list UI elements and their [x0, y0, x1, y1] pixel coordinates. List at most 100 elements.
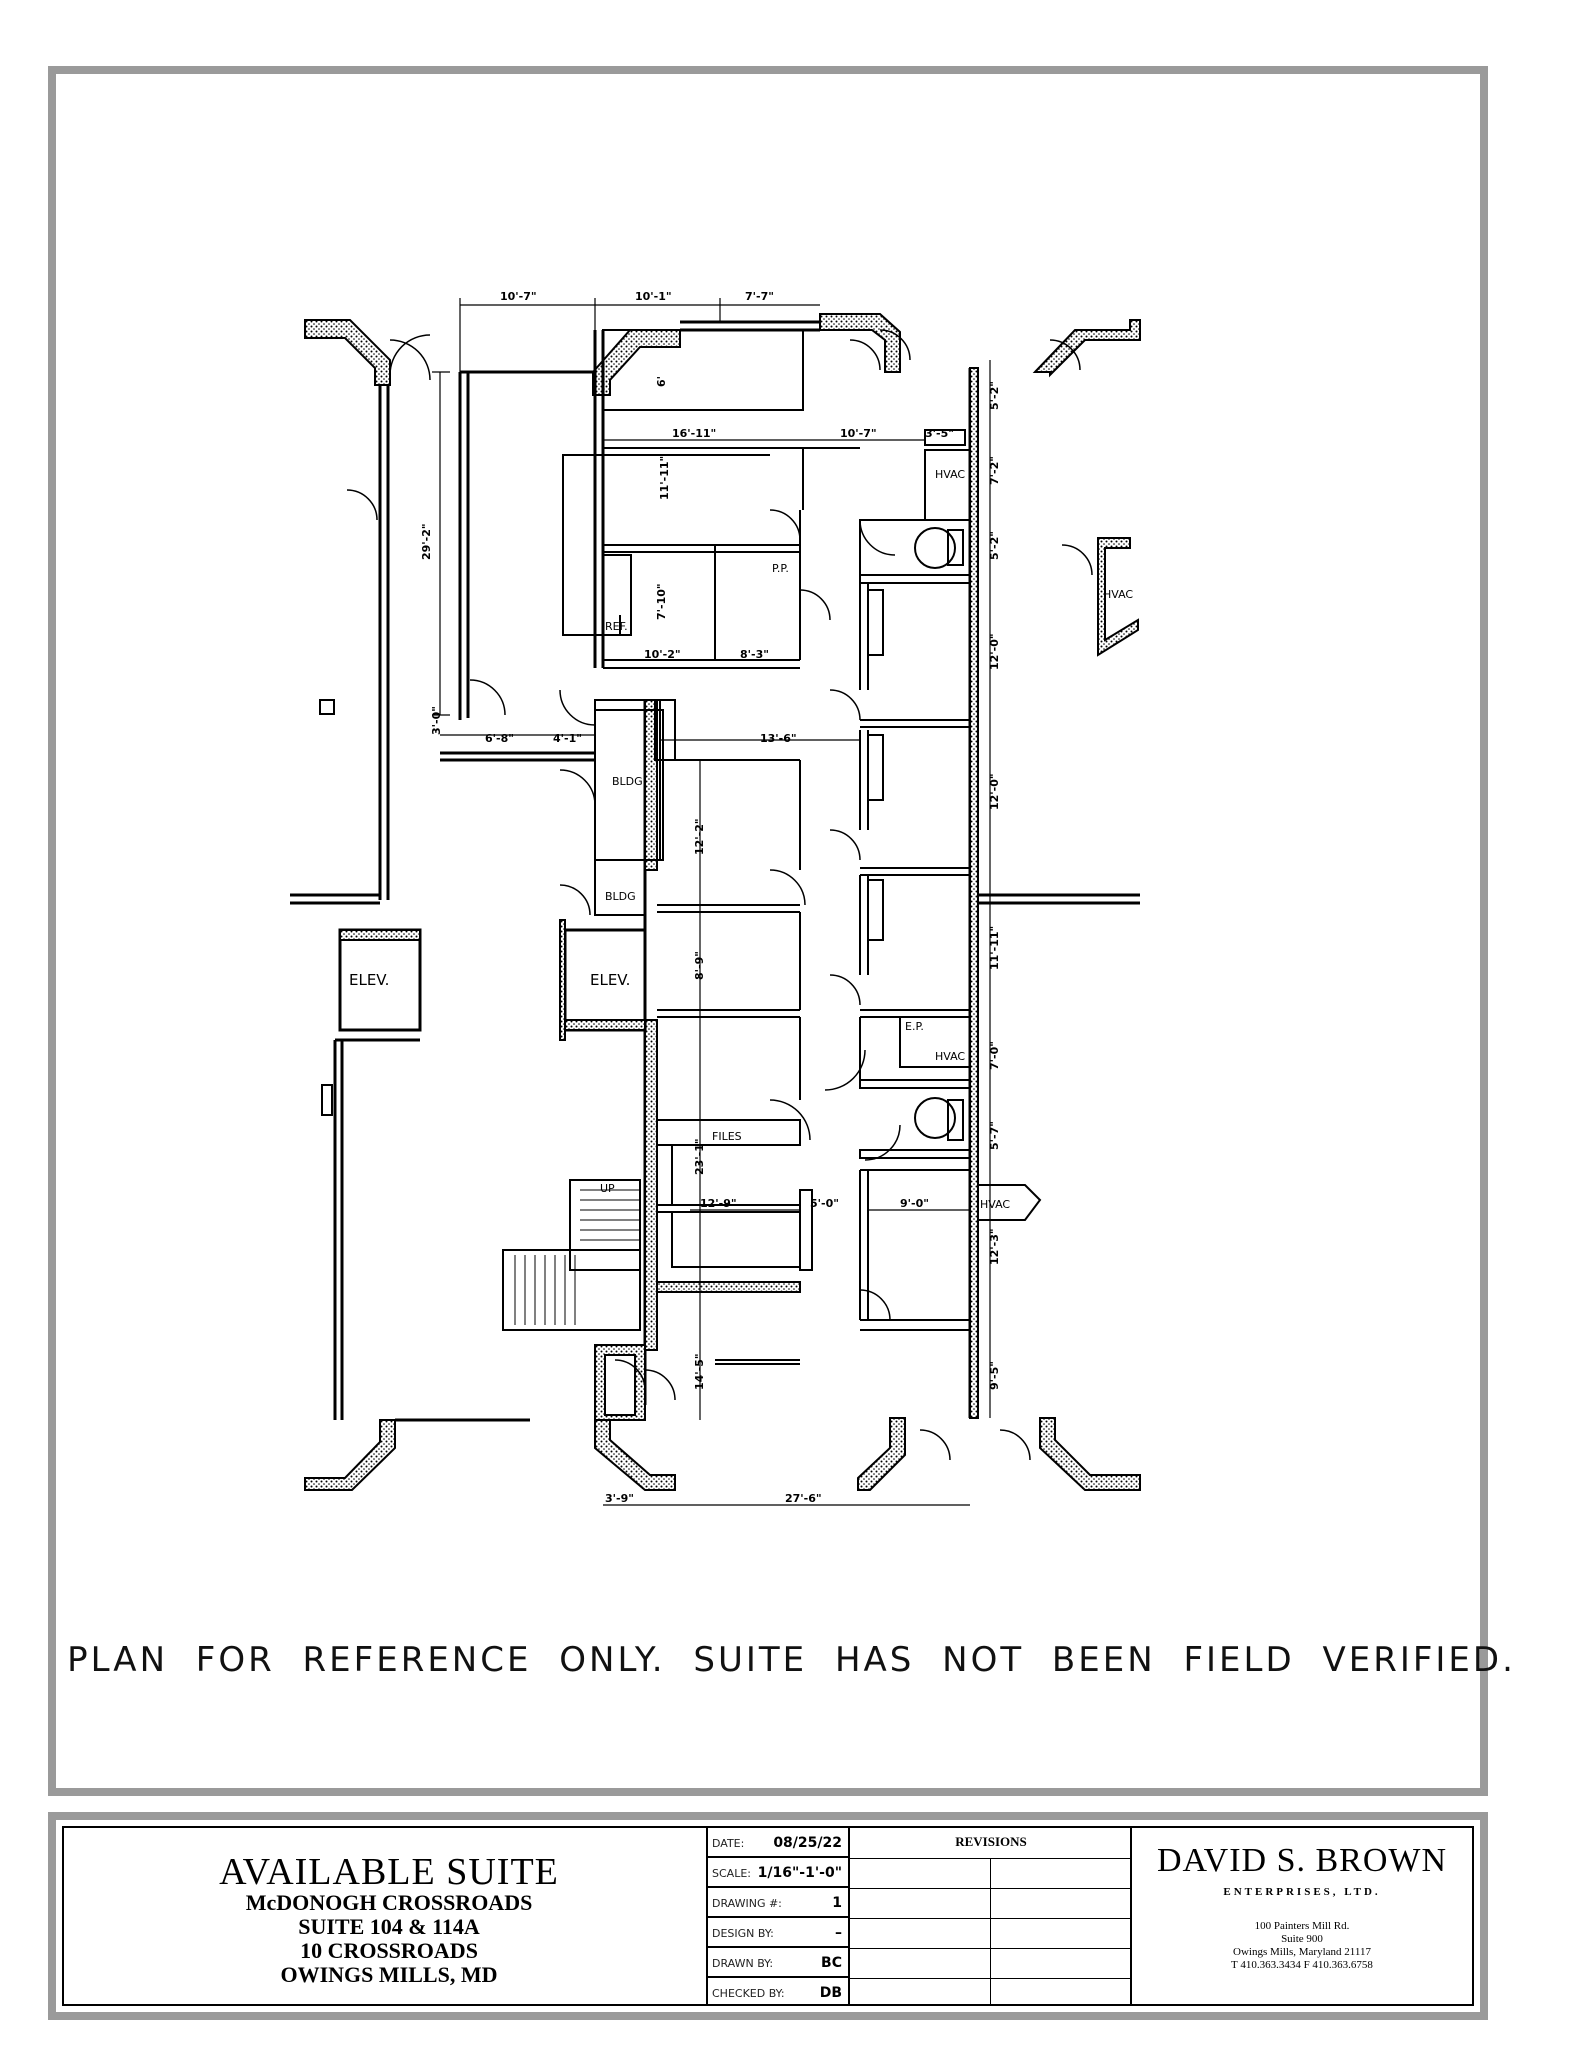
dim-label: 5'-0"	[810, 1197, 839, 1210]
title-block: AVAILABLE SUITE McDONOGH CROSSROADS SUIT…	[48, 1812, 1488, 2020]
dim-label: 12'-2"	[693, 818, 706, 855]
revision-column-line	[990, 1858, 991, 2004]
dim-label: 6'	[655, 376, 668, 387]
phone-line: T 410.363.3434 F 410.363.6758	[1231, 1959, 1373, 1971]
room-label-bldg: BLDG	[605, 890, 636, 903]
dim-label: 12'-9"	[700, 1197, 737, 1210]
dim-label: 10'-2"	[644, 648, 681, 661]
dim-label: 11'-11"	[988, 926, 1001, 970]
central-rooms	[594, 699, 813, 1365]
dim-label: 29'-2"	[420, 523, 433, 560]
dim-label: 3'-5"	[925, 427, 954, 440]
title-block-inner: AVAILABLE SUITE McDONOGH CROSSROADS SUIT…	[62, 1826, 1474, 2006]
project-line: SUITE 104 & 114A	[298, 1914, 480, 1939]
dimension-labels: 10'-7" 10'-1" 7'-7" 16'-11" 10'-7" 3'-5"…	[420, 290, 1001, 1505]
room-label-elev: ELEV.	[590, 971, 630, 989]
drawing-frame	[48, 66, 1488, 1796]
company-address: 100 Painters Mill Rd. Suite 900 Owings M…	[1132, 1920, 1472, 1972]
dim-label: 11'-11"	[658, 456, 671, 500]
dim-label: 10'-1"	[635, 290, 672, 303]
dim-label: 9'-0"	[900, 1197, 929, 1210]
dim-label: 7'-0"	[988, 1041, 1001, 1070]
room-labels: HVAC HVAC HVAC HVAC P.P. REF. BLDG BLDG …	[600, 468, 1133, 1211]
dim-label: 4'-1"	[553, 732, 582, 745]
checked-by-value: DB	[819, 1985, 842, 2001]
dim-label: 8'-3"	[740, 648, 769, 661]
room-label-ep: E.P.	[905, 1020, 924, 1033]
dim-label: 23'-1"	[693, 1138, 706, 1175]
scale-label: SCALE:	[712, 1867, 751, 1880]
dimension-lines	[432, 298, 991, 1506]
design-by-label: DESIGN BY:	[712, 1927, 774, 1940]
checked-by-label: CHECKED BY:	[712, 1987, 785, 2000]
room-label-hvac: HVAC	[980, 1198, 1010, 1211]
revisions-header: REVISIONS	[955, 1834, 1027, 1849]
dim-label: 27'-6"	[785, 1492, 822, 1505]
room-label-hvac: HVAC	[1103, 588, 1133, 601]
address-line: Suite 900	[1281, 1933, 1323, 1945]
drawing-number-label: DRAWING #:	[712, 1897, 782, 1910]
dim-label: 12'-3"	[988, 1228, 1001, 1265]
revision-row-line	[850, 1858, 1132, 1859]
dim-label: 8'-9"	[693, 951, 706, 980]
drawn-by-value: BC	[821, 1955, 842, 1971]
design-by-value: –	[835, 1925, 842, 1941]
room-label-hvac: HVAC	[935, 468, 965, 481]
dim-label: 12'-0"	[988, 773, 1001, 810]
drawn-by-row: DRAWN BY: BC	[708, 1948, 850, 1978]
dim-label: 13'-6"	[760, 732, 797, 745]
room-label-up: UP	[600, 1182, 615, 1195]
design-by-row: DESIGN BY: –	[708, 1918, 850, 1948]
checked-by-row: CHECKED BY: DB	[708, 1978, 850, 2008]
room-label-files: FILES	[712, 1130, 742, 1143]
date-value: 08/25/22	[773, 1835, 842, 1851]
interior-walls	[290, 320, 1140, 1422]
revision-row-line	[850, 1918, 1132, 1919]
dim-label: 10'-7"	[840, 427, 877, 440]
dim-label: 7'-7"	[745, 290, 774, 303]
room-label-ref: REF.	[605, 620, 628, 633]
room-label-hvac: HVAC	[935, 1050, 965, 1063]
exterior-walls	[304, 313, 1141, 1491]
company-info: DAVID S. BROWN ENTERPRISES, LTD. 100 Pai…	[1130, 1828, 1472, 2004]
dim-label: 6'-8"	[485, 732, 514, 745]
core-rooms	[319, 699, 664, 1421]
dim-label: 5'-2"	[988, 531, 1001, 560]
room-label-bldg: BLDG	[612, 775, 643, 788]
address-line: Owings Mills, Maryland 21117	[1233, 1946, 1371, 1958]
revisions-table: REVISIONS	[848, 1828, 1132, 2004]
revision-row-line	[850, 1978, 1132, 1979]
dim-label: 7'-10"	[655, 583, 668, 620]
drawn-by-label: DRAWN BY:	[712, 1957, 774, 1970]
revision-row-line	[850, 1948, 1132, 1949]
project-line: McDONOGH CROSSROADS	[245, 1890, 533, 1915]
project-line: OWINGS MILLS, MD	[280, 1962, 498, 1987]
drawing-number-row: DRAWING #: 1	[708, 1888, 850, 1918]
date-row: DATE: 08/25/22	[708, 1828, 850, 1858]
room-label-pp: P.P.	[772, 562, 789, 575]
dim-label: 5'-7"	[988, 1121, 1001, 1150]
room-label-elev: ELEV.	[349, 971, 389, 989]
company-subtitle: ENTERPRISES, LTD.	[1223, 1886, 1381, 1898]
date-label: DATE:	[712, 1837, 745, 1850]
drawing-number-value: 1	[832, 1895, 842, 1911]
scale-value: 1/16"-1'-0"	[757, 1865, 842, 1881]
project-title: AVAILABLE SUITE	[219, 1851, 559, 1893]
project-line: 10 CROSSROADS	[300, 1938, 478, 1963]
drawing-info: DATE: 08/25/22 SCALE: 1/16"-1'-0" DRAWIN…	[706, 1828, 850, 2004]
dim-label: 12'-0"	[988, 633, 1001, 670]
address-line: 100 Painters Mill Rd.	[1254, 1920, 1350, 1932]
dim-label: 3'-0"	[430, 706, 443, 735]
elevator-labels: ELEV. ELEV.	[349, 971, 630, 989]
dim-label: 3'-9"	[605, 1492, 634, 1505]
dim-label: 9'-5"	[988, 1361, 1001, 1390]
reference-note: PLAN FOR REFERENCE ONLY. SUITE HAS NOT B…	[67, 1640, 1516, 1680]
dim-label: 5'-2"	[988, 381, 1001, 410]
revision-row-line	[850, 1888, 1132, 1889]
dim-label: 7'-2"	[988, 456, 1001, 485]
door-swings	[346, 329, 1093, 1461]
scale-row: SCALE: 1/16"-1'-0"	[708, 1858, 850, 1888]
dim-label: 16'-11"	[672, 427, 716, 440]
company-name: DAVID S. BROWN	[1156, 1842, 1448, 1879]
